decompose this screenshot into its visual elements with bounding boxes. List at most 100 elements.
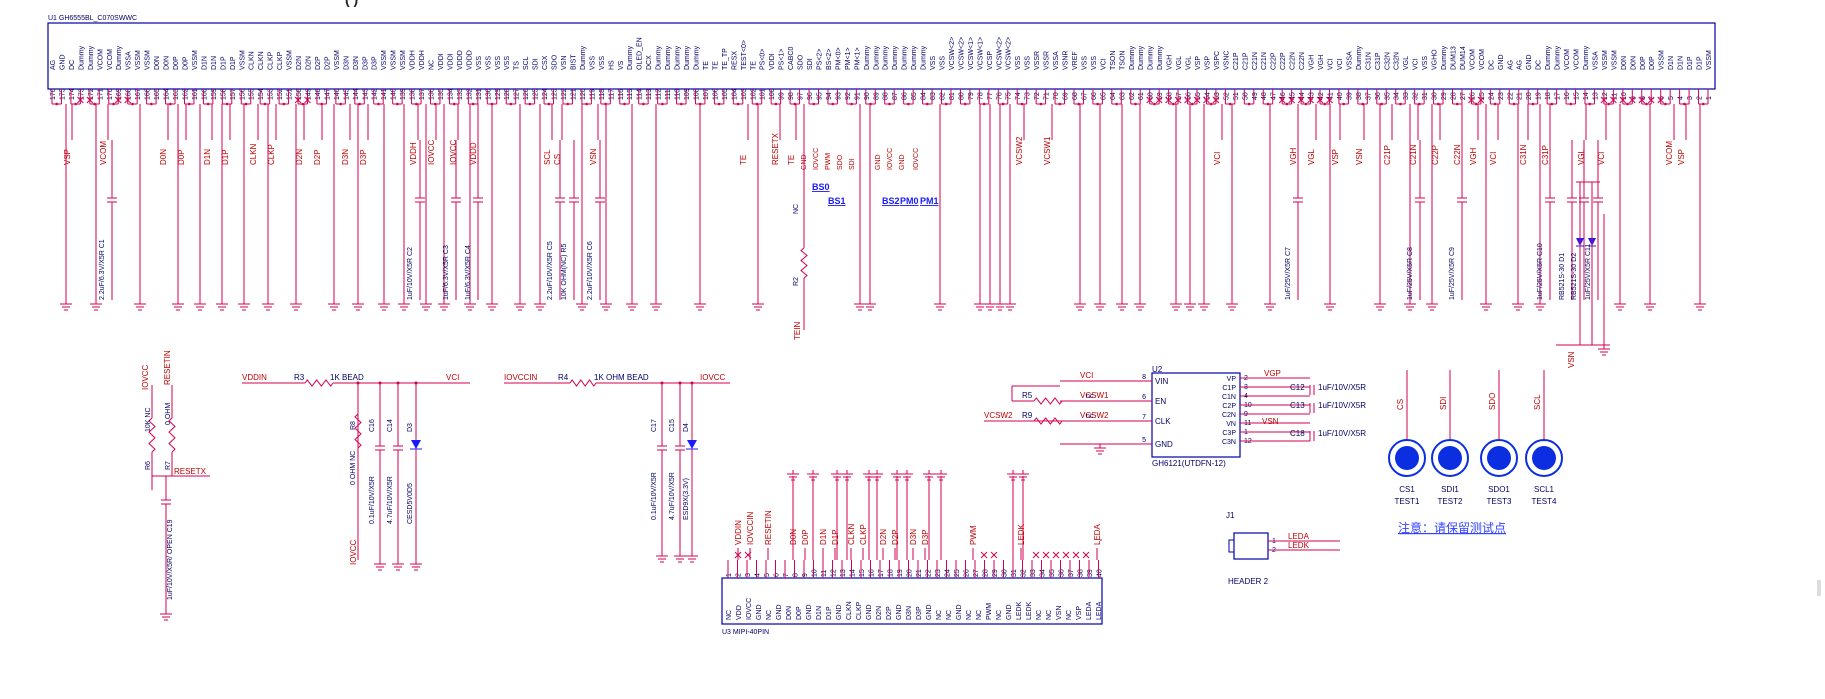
ground-symbol-icon [60, 300, 72, 311]
u1-pin-name: VCOM [1574, 49, 1581, 70]
u1-pin-number: 151 [287, 88, 294, 100]
u2-left-res-val: nc [1086, 413, 1094, 420]
u3-pin-number: 8 [793, 573, 800, 577]
u1-pin-name: CLKN [258, 51, 265, 70]
u1-pin-name: D0N [164, 56, 171, 70]
r6-ref: R6 [145, 461, 152, 470]
u2-cap-ref: C18 [1290, 429, 1305, 438]
u1-pin-name: PS<2> [816, 49, 823, 70]
u1-pin-number: 73 [1025, 92, 1032, 100]
u1-pin-number: 51 [1233, 92, 1240, 100]
junction-dot [93, 102, 96, 106]
u2-left-pin-number: 8 [1142, 374, 1146, 381]
u1-pin-number: 20 [1526, 92, 1533, 100]
ground-symbol-icon [656, 552, 668, 563]
ground-symbol-icon [262, 300, 274, 311]
u1-pin-name: Dummy [78, 45, 85, 70]
ground-symbol-icon [1226, 300, 1238, 311]
ground-symbol-icon [871, 470, 883, 481]
testpoint-ref: CS1 [1399, 485, 1415, 494]
u1-pin-number: 146 [334, 88, 341, 100]
net-label: D0N [159, 149, 168, 165]
u1-pin-number: 132 [466, 88, 473, 100]
u1-pin-name: VGL [1186, 56, 1193, 70]
strap-net-label: IOVCC [887, 148, 894, 170]
u1-pin-number: 127 [514, 88, 521, 100]
u1-pin-name: VSS [485, 56, 492, 70]
u1-pin-number: 134 [447, 88, 454, 100]
junction-dot [831, 102, 834, 106]
u1-pin-number: 116 [618, 89, 625, 100]
u1-pin-number: 92 [845, 92, 852, 100]
u1-pin-number: 59 [1157, 92, 1164, 100]
ground-symbol-icon [674, 552, 686, 563]
u1-pin-number: 53 [1214, 92, 1221, 100]
u1-pin-number: 44 [1299, 92, 1306, 100]
u1-pin-number: 157 [230, 88, 237, 100]
u3-pin-number: 28 [983, 569, 990, 577]
net-label: VDDD [469, 142, 478, 165]
u3-pin-number: 17 [878, 569, 885, 577]
u3-pin-number: 33 [1030, 569, 1037, 577]
ground-symbol-icon [438, 300, 450, 311]
u3-pin-name: CLKP [856, 601, 863, 620]
cap-label: 1uF/25V/X5R C11 [1585, 244, 1592, 300]
u2-left-res-ref: R9 [1022, 411, 1033, 420]
u1-pin-name: VCSW<2> [958, 37, 965, 70]
u1-pin-number: 25 [1479, 92, 1486, 100]
u3-pin-name: D1N [816, 606, 823, 620]
u3-pin-name: D0N [786, 606, 793, 620]
no-connect-mark [1146, 96, 1154, 104]
ground-symbol-icon [160, 610, 172, 621]
u3-pin-number: 19 [897, 569, 904, 577]
j1-ref: J1 [1226, 511, 1235, 520]
net-label: C22N [1453, 144, 1462, 165]
u3-pin-number: 15 [859, 569, 866, 577]
ground-symbol-icon [90, 300, 102, 311]
u1-pin-name: VCOM [1469, 49, 1476, 70]
u2-left-pin-number: 5 [1142, 437, 1146, 444]
u1-pin-name: VSS [495, 56, 502, 70]
ground-symbol-icon [626, 300, 638, 311]
junction-dot [1285, 102, 1289, 106]
u1-pin-name: D0N [1630, 56, 1637, 70]
u1-pin-number: 168 [126, 88, 133, 100]
ground-symbol-icon [1116, 300, 1128, 311]
testpoint-ref: SDI1 [1441, 485, 1459, 494]
u3-pin-number: 36 [1059, 569, 1066, 577]
u1-pin-number: 24 [1488, 92, 1495, 100]
u1-pin-name: VSS [1091, 56, 1098, 70]
u1-pin-number: 16 [1564, 92, 1571, 100]
ground-symbol-icon [1534, 300, 1546, 311]
u3-pin-number: 16 [869, 569, 876, 577]
u1-pin-name: C21N [1252, 52, 1259, 70]
u3-pin-name: GND [756, 604, 763, 620]
u1-pin-number: 93 [835, 92, 842, 100]
u1-pin-number: 143 [362, 88, 369, 100]
u1-pin-number: 161 [192, 88, 199, 100]
u1-pin-number: 13 [1592, 92, 1599, 100]
u1-pin-name: D0P [173, 56, 180, 70]
u3-pin-name: D0P [796, 606, 803, 620]
u1-pin-number: 109 [684, 88, 691, 100]
vci-label: VCI [446, 373, 459, 382]
testpoint-pad-icon [1487, 446, 1511, 470]
r2-nc-label: NC [793, 204, 800, 214]
u1-pin-number: 172 [88, 88, 95, 100]
u1-pin-number: 120 [580, 88, 587, 100]
net-label: SCL [543, 149, 552, 165]
u3-pin-number: 9 [802, 573, 809, 577]
testpoint-net-label: SDO [1488, 393, 1497, 410]
u2-outline [1151, 372, 1241, 458]
u1-pin-number: 82 [940, 92, 947, 100]
u3-pin-name: CLKN [846, 601, 853, 620]
u1-pin-number: 66 [1091, 92, 1098, 100]
ground-symbol-icon [901, 470, 913, 481]
u1-pin-number: 34 [1394, 92, 1401, 100]
junction-dot [736, 102, 740, 106]
u3-pin-name: GND [806, 604, 813, 620]
u3-pin-number: 11 [821, 570, 828, 577]
u1-pin-name: TS [514, 61, 521, 70]
u1-pin-number: 110 [675, 89, 682, 100]
no-connect-mark [114, 96, 122, 104]
